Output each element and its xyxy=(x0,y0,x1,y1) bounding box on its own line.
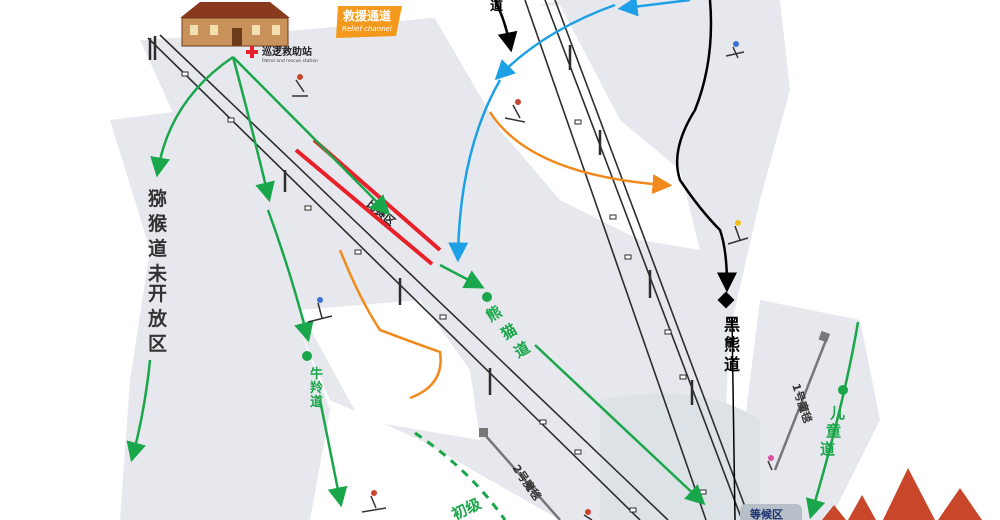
rescue-routes xyxy=(448,0,691,263)
top-trail-fragment: 道 xyxy=(490,0,503,14)
beginner-trail-label: 初级 xyxy=(449,494,485,520)
patrol-station-house-icon xyxy=(180,2,290,47)
black-bear-char-2: 熊 xyxy=(724,335,740,354)
relief-channel-badge: 救援通道 Relief channel xyxy=(336,6,402,38)
children-char-3: 道 xyxy=(820,440,835,458)
skier-icon xyxy=(307,297,333,323)
niuling-char-2: 羚 xyxy=(310,380,324,396)
niuling-trail-label: 牛 羚 道 xyxy=(310,366,324,410)
black-diamond-icon xyxy=(717,291,735,309)
monkey-char-3: 道 xyxy=(148,237,167,260)
red-cross-icon xyxy=(246,46,258,58)
bottom-zone-badge xyxy=(740,504,802,520)
skier-icon xyxy=(504,99,526,123)
patrol-station-name: 巡逻救助站 xyxy=(262,45,312,58)
monkey-trail-label: 猕 猴 道 xyxy=(148,187,168,260)
black-bear-char-3: 道 xyxy=(724,355,740,374)
relief-channel-subtitle: Relief channel xyxy=(342,25,392,33)
monkey-note-char-3: 放 xyxy=(147,307,168,330)
niuling-char-3: 道 xyxy=(310,394,323,410)
skier-icon xyxy=(725,41,745,59)
cable-lifts xyxy=(147,0,751,520)
black-bear-route xyxy=(493,0,737,520)
monkey-trail-note: 未 开 放 区 xyxy=(147,262,168,355)
base-lodge-towers-icon xyxy=(822,468,982,520)
monkey-note-char-4: 区 xyxy=(148,333,167,355)
skier-icon xyxy=(292,74,308,97)
bottom-zone-fragment: 等候区 xyxy=(749,507,783,520)
monkey-note-char-2: 开 xyxy=(148,283,167,305)
monkey-char-2: 猴 xyxy=(148,212,168,235)
children-trail-label: 儿 童 道 xyxy=(820,404,845,458)
orange-routes xyxy=(338,111,673,400)
slope-background xyxy=(110,0,880,520)
niuling-char-1: 牛 xyxy=(310,366,323,382)
black-bear-trail-label: 黑 熊 道 xyxy=(724,315,740,374)
skier-icon xyxy=(767,455,774,471)
beginner-dashed-trail xyxy=(414,431,507,520)
patrol-station-name-en: Patrol and rescue station xyxy=(262,58,318,64)
magic-carpets xyxy=(484,339,828,520)
relief-channel-title: 救援通道 xyxy=(343,8,391,23)
skier-icon xyxy=(361,490,387,513)
skier-icon xyxy=(727,220,749,245)
children-char-2: 童 xyxy=(826,422,841,440)
lift-towers xyxy=(148,36,694,405)
monkey-note-char-1: 未 xyxy=(147,262,167,285)
green-trails xyxy=(126,55,860,520)
children-char-1: 儿 xyxy=(829,404,845,422)
lift-chairs xyxy=(181,71,707,513)
black-bear-char-1: 黑 xyxy=(724,315,740,334)
skier-icon xyxy=(583,509,593,520)
monkey-char-1: 猕 xyxy=(148,187,167,210)
